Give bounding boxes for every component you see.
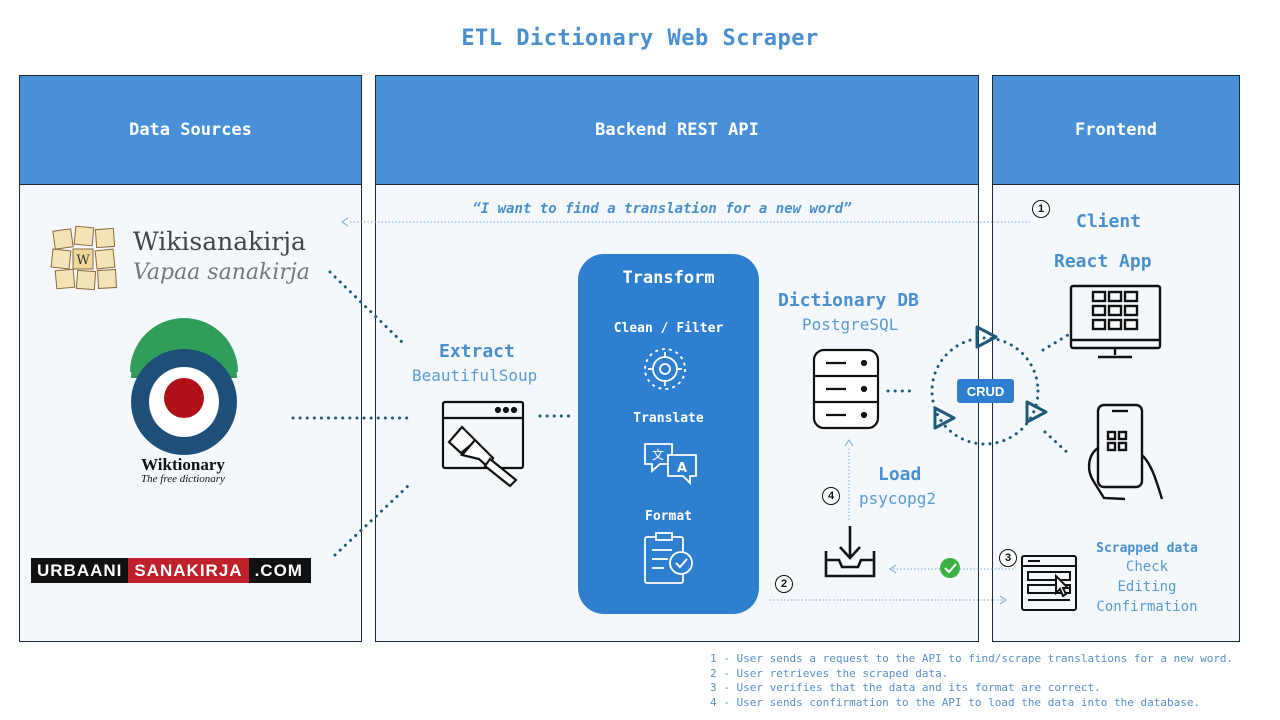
- connector-crud-desktop: [1041, 333, 1070, 352]
- connector-crud-mobile: [1043, 430, 1072, 457]
- request-text: “I want to find a translation for a new …: [472, 201, 852, 217]
- inbox-download-icon: [824, 526, 876, 578]
- footnote-4: 4 - User sends confirmation to the API t…: [710, 695, 1201, 709]
- gear-icon: [644, 348, 686, 390]
- crud-arrow-right: [1025, 400, 1048, 424]
- urbaani-sanakirja-logo: URBAANI SANAKIRJA .COM: [31, 558, 311, 583]
- database-icon: [812, 348, 880, 430]
- footnote-2: 2 - User retrieves the scraped data.: [710, 666, 949, 680]
- step-number-1: 1: [1032, 200, 1050, 218]
- diagram-title: ETL Dictionary Web Scraper: [461, 26, 819, 51]
- wikisanakirja-tagline: Vapaa sanakirja: [133, 260, 310, 285]
- scrapped-line-check: Check: [1125, 559, 1169, 575]
- wikisanakirja-logo-icon: W: [50, 225, 117, 291]
- footnote-3: 3 - User verifies that the data and its …: [710, 681, 1101, 695]
- connector-urbaani: [333, 484, 410, 557]
- frontend-panel: Frontend: [992, 75, 1240, 642]
- confirm-arrow-head: [889, 564, 897, 574]
- urbaani-part2: SANAKIRJA: [128, 558, 249, 583]
- scrapped-line-confirmation: Confirmation: [1096, 599, 1198, 615]
- check-icon: [940, 558, 960, 578]
- footnotes: 1 - User sends a request to the API to f…: [710, 652, 1233, 710]
- urbaani-part3: .COM: [254, 560, 303, 580]
- transform-title: Transform: [622, 268, 715, 288]
- step-number-3: 3: [999, 549, 1017, 567]
- crud-arrow-top: [975, 325, 998, 349]
- retrieve-arrow-head: [999, 595, 1007, 605]
- wiktionary-tagline: The free dictionary: [141, 473, 225, 485]
- wiktionary-name: Wiktionary: [141, 455, 225, 474]
- desktop-monitor-icon: [1069, 284, 1162, 359]
- load-tool: psycopg2: [859, 489, 937, 508]
- backend-header: Backend REST API: [376, 76, 978, 185]
- extract-tool: BeautifulSoup: [412, 366, 538, 385]
- request-arrow-head: [341, 217, 349, 227]
- webform-icon: [1021, 555, 1077, 611]
- step-number-2: 2: [775, 575, 793, 593]
- db-tech: PostgreSQL: [802, 315, 899, 334]
- client-label: Client: [1076, 211, 1142, 232]
- crud-cycle: [930, 336, 1040, 446]
- extract-label: Extract: [439, 341, 515, 362]
- frontend-header: Frontend: [993, 76, 1239, 185]
- svg-text:W: W: [76, 253, 90, 268]
- translate-icon: 文 A: [644, 443, 697, 486]
- scrapped-data-title: Scrapped data: [1096, 541, 1198, 556]
- react-app-label: React App: [1054, 251, 1152, 272]
- db-label: Dictionary DB: [778, 290, 919, 311]
- mobile-phone-icon: [1087, 403, 1164, 501]
- load-arrow-head: [844, 439, 854, 447]
- extract-browser-brush-icon: [441, 400, 525, 488]
- footnote-1: 1 - User sends a request to the API to f…: [710, 652, 1234, 665]
- svg-text:A: A: [677, 461, 687, 476]
- scrapped-line-editing: Editing: [1117, 579, 1177, 595]
- wiktionary-logo-icon: [130, 318, 238, 455]
- load-label: Load: [878, 464, 922, 485]
- transform-box: Transform Clean / Filter Translate Forma…: [578, 254, 759, 614]
- crud-arrow-left: [933, 406, 956, 430]
- step-number-4: 4: [822, 487, 840, 505]
- connector-wikisanakirja: [328, 270, 407, 347]
- transform-step-clean: Clean / Filter: [613, 321, 724, 336]
- transform-step-translate: Translate: [633, 411, 704, 426]
- svg-text:文: 文: [652, 447, 664, 462]
- crud-badge: CRUD: [957, 379, 1014, 403]
- checklist-icon: [644, 532, 693, 584]
- wikisanakirja-name: Wikisanakirja: [133, 227, 306, 256]
- data-sources-header: Data Sources: [20, 76, 361, 185]
- urbaani-part1: URBAANI: [37, 560, 123, 580]
- transform-step-format: Format: [645, 509, 692, 524]
